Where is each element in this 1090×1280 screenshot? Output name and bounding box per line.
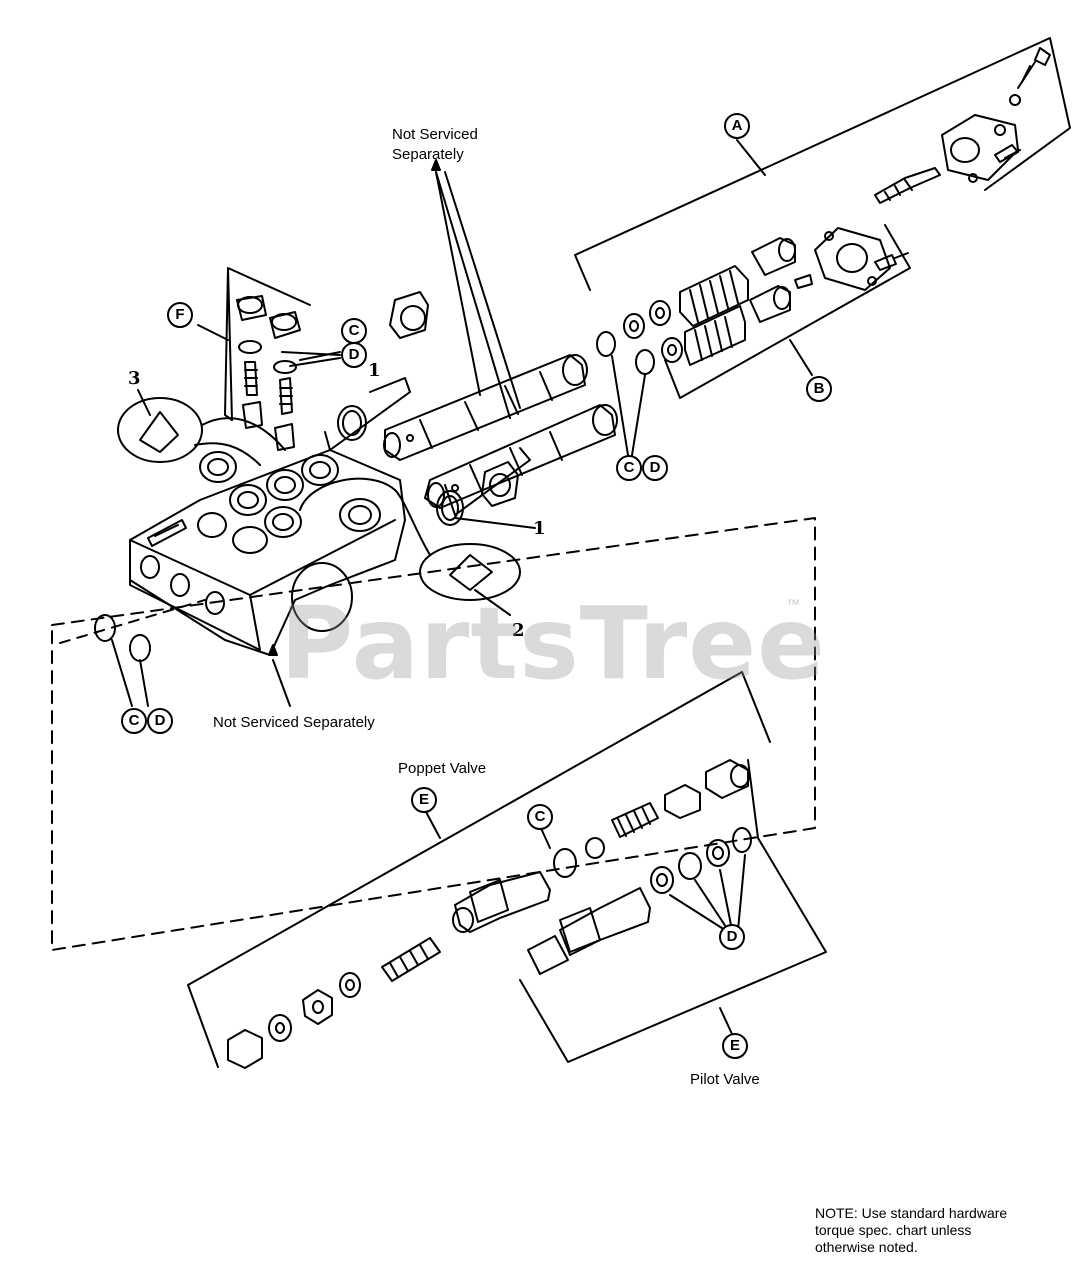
- bracket-a: [574, 37, 1071, 291]
- label-poppet-valve: Poppet Valve: [398, 760, 487, 777]
- note-line-3: otherwise noted.: [815, 1239, 918, 1255]
- callout-c-poppet: C: [527, 804, 553, 830]
- pilot-valve-parts: [527, 827, 752, 975]
- part-number-2: 2: [512, 620, 525, 641]
- detail-3-balloon: [117, 389, 286, 466]
- part-number-1-lower: 1: [533, 518, 546, 539]
- callout-c-body: C: [121, 708, 147, 734]
- callout-c-top: C: [341, 318, 367, 344]
- callout-f: F: [167, 302, 193, 328]
- label-not-serviced-top-line1: Not Serviced: [392, 126, 478, 143]
- bracket-1-upper: [324, 377, 411, 451]
- bracket-1-lower: [444, 447, 531, 516]
- part-number-1-upper: 1: [368, 360, 381, 381]
- note-line-1: NOTE: Use standard hardware: [815, 1205, 1008, 1221]
- watermark: PartsTree: [280, 585, 826, 702]
- bracket-b: [664, 224, 911, 399]
- dashed-group-outline: [51, 517, 816, 951]
- valve-body: [129, 449, 406, 656]
- spool-upper: [383, 354, 588, 461]
- callout-d-pilot: D: [719, 924, 745, 950]
- callout-e-poppet: E: [411, 787, 437, 813]
- flange-plate: [794, 227, 909, 291]
- bracket-e-pilot: [519, 759, 827, 1063]
- poppet-valve-parts: [227, 759, 750, 1069]
- callout-b: B: [806, 376, 832, 402]
- callout-a: A: [724, 113, 750, 139]
- callout-c-spool: C: [616, 455, 642, 481]
- callout-d-spool: D: [642, 455, 668, 481]
- callout-e-pilot: E: [722, 1033, 748, 1059]
- detail-2-balloon: [299, 477, 521, 616]
- springs-and-caps: [596, 237, 796, 375]
- watermark-trademark: ™: [786, 596, 800, 612]
- bracket-e-poppet: [187, 671, 771, 1068]
- label-not-serviced-bottom: Not Serviced Separately: [213, 714, 375, 731]
- spool-lower: [424, 404, 618, 509]
- label-pilot-valve: Pilot Valve: [690, 1071, 760, 1088]
- label-not-serviced-top-line2: Separately: [392, 146, 464, 163]
- valve-stem: [874, 167, 941, 204]
- bracket-f: [224, 267, 311, 421]
- callout-d-top: D: [341, 342, 367, 368]
- callout-d-body: D: [147, 708, 173, 734]
- hardware-note: NOTE: Use standard hardware torque spec.…: [815, 1205, 1045, 1256]
- end-cover-assembly: [941, 47, 1051, 183]
- note-line-2: torque spec. chart unless: [815, 1222, 972, 1238]
- part-number-3: 3: [128, 368, 141, 389]
